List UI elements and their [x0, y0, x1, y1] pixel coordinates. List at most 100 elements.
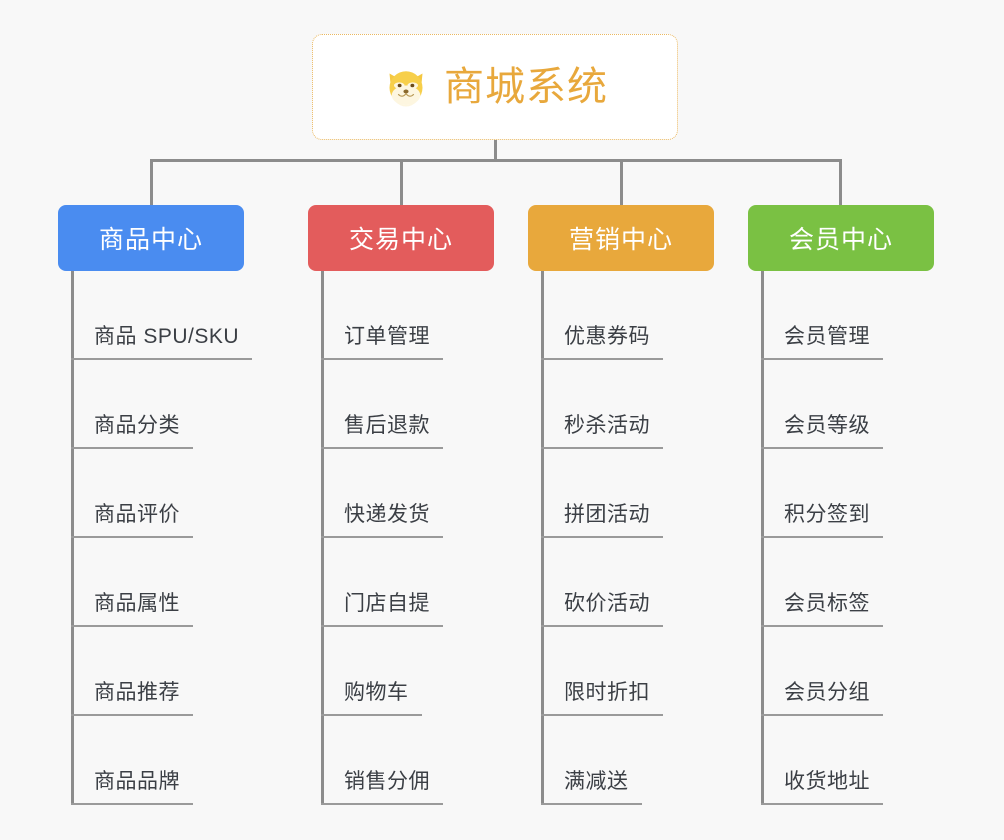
leaf-underline — [761, 625, 883, 627]
leaf-underline — [321, 625, 443, 627]
leaf-item[interactable]: 收货地址 — [748, 716, 934, 805]
branch-column-member: 会员中心 会员管理 会员等级 积分签到 会员标签 会员分组 — [748, 205, 934, 805]
leaf-underline — [71, 714, 193, 716]
leaf-label: 商品分类 — [94, 414, 180, 437]
leaf-underline — [71, 625, 193, 627]
leaf-item[interactable]: 商品分类 — [58, 360, 244, 449]
leaf-item[interactable]: 快递发货 — [308, 449, 494, 538]
leaf-label: 商品推荐 — [94, 681, 180, 704]
category-box-product[interactable]: 商品中心 — [58, 205, 244, 271]
leaf-item[interactable]: 商品品牌 — [58, 716, 244, 805]
leaf-label: 会员管理 — [784, 325, 870, 348]
connector-drop-2 — [400, 159, 403, 205]
leaf-label: 商品评价 — [94, 503, 180, 526]
leaf-label: 限时折扣 — [564, 681, 650, 704]
leaf-item[interactable]: 限时折扣 — [528, 627, 714, 716]
leaf-item[interactable]: 会员等级 — [748, 360, 934, 449]
leaf-label: 购物车 — [344, 681, 409, 704]
leaf-item[interactable]: 销售分佣 — [308, 716, 494, 805]
leaf-label: 快递发货 — [344, 503, 430, 526]
leaf-underline — [761, 714, 883, 716]
leaf-item[interactable]: 砍价活动 — [528, 538, 714, 627]
leaf-list-member: 会员管理 会员等级 积分签到 会员标签 会员分组 收货地址 — [748, 271, 934, 805]
leaf-underline — [321, 714, 422, 716]
connector-root-stem — [494, 140, 497, 161]
leaf-underline — [71, 536, 193, 538]
connector-horizontal-bus — [150, 159, 842, 162]
leaf-label: 会员标签 — [784, 592, 870, 615]
leaf-item[interactable]: 售后退款 — [308, 360, 494, 449]
category-label: 营销中心 — [568, 226, 673, 254]
leaf-label: 商品 SPU/SKU — [94, 325, 240, 348]
leaf-item[interactable]: 购物车 — [308, 627, 494, 716]
leaf-label: 收货地址 — [784, 770, 870, 793]
branch-column-marketing: 营销中心 优惠券码 秒杀活动 拼团活动 砍价活动 限时折扣 — [528, 205, 714, 805]
leaf-item[interactable]: 会员标签 — [748, 538, 934, 627]
branch-trunk-line — [761, 271, 764, 805]
leaf-underline — [541, 625, 663, 627]
leaf-item[interactable]: 会员分组 — [748, 627, 934, 716]
leaf-underline — [321, 358, 443, 360]
connector-drop-4 — [839, 159, 842, 205]
leaf-underline — [761, 358, 883, 360]
branch-trunk-line — [321, 271, 324, 805]
leaf-list-product: 商品 SPU/SKU 商品分类 商品评价 商品属性 商品推荐 商品品牌 — [58, 271, 252, 805]
leaf-label: 优惠券码 — [564, 325, 650, 348]
branch-column-product: 商品中心 商品 SPU/SKU 商品分类 商品评价 商品属性 商品推荐 — [58, 205, 252, 805]
branch-column-trade: 交易中心 订单管理 售后退款 快递发货 门店自提 购物车 — [308, 205, 494, 805]
leaf-item[interactable]: 秒杀活动 — [528, 360, 714, 449]
leaf-underline — [761, 803, 883, 805]
leaf-list-trade: 订单管理 售后退款 快递发货 门店自提 购物车 销售分佣 — [308, 271, 494, 805]
leaf-label: 订单管理 — [344, 325, 430, 348]
leaf-underline — [541, 536, 663, 538]
leaf-label: 门店自提 — [344, 592, 430, 615]
leaf-item[interactable]: 商品 SPU/SKU — [58, 271, 252, 360]
branch-trunk-line — [541, 271, 544, 805]
leaf-item[interactable]: 商品属性 — [58, 538, 244, 627]
leaf-label: 销售分佣 — [344, 770, 430, 793]
leaf-item[interactable]: 商品评价 — [58, 449, 244, 538]
leaf-item[interactable]: 拼团活动 — [528, 449, 714, 538]
leaf-label: 售后退款 — [344, 414, 430, 437]
category-box-member[interactable]: 会员中心 — [748, 205, 934, 271]
leaf-item[interactable]: 订单管理 — [308, 271, 494, 360]
leaf-label: 商品属性 — [94, 592, 180, 615]
category-label: 商品中心 — [98, 226, 203, 254]
root-title: 商城系统 — [444, 65, 608, 109]
connector-drop-3 — [620, 159, 623, 205]
leaf-underline — [541, 358, 663, 360]
leaf-underline — [71, 358, 252, 360]
leaf-label: 拼团活动 — [564, 503, 650, 526]
leaf-underline — [761, 447, 883, 449]
leaf-item[interactable]: 满减送 — [528, 716, 714, 805]
leaf-label: 满减送 — [564, 770, 629, 793]
leaf-underline — [321, 803, 443, 805]
leaf-item[interactable]: 会员管理 — [748, 271, 934, 360]
leaf-item[interactable]: 优惠券码 — [528, 271, 714, 360]
leaf-underline — [321, 447, 443, 449]
root-node[interactable]: 商城系统 — [312, 34, 678, 140]
leaf-underline — [71, 803, 193, 805]
shiba-dog-face-icon — [382, 63, 430, 111]
leaf-label: 会员分组 — [784, 681, 870, 704]
leaf-underline — [321, 536, 443, 538]
leaf-item[interactable]: 商品推荐 — [58, 627, 244, 716]
category-label: 会员中心 — [788, 226, 893, 254]
leaf-list-marketing: 优惠券码 秒杀活动 拼团活动 砍价活动 限时折扣 满减送 — [528, 271, 714, 805]
branch-trunk-line — [71, 271, 74, 805]
leaf-label: 商品品牌 — [94, 770, 180, 793]
leaf-label: 秒杀活动 — [564, 414, 650, 437]
leaf-item[interactable]: 门店自提 — [308, 538, 494, 627]
leaf-item[interactable]: 积分签到 — [748, 449, 934, 538]
leaf-underline — [71, 447, 193, 449]
leaf-underline — [541, 803, 642, 805]
leaf-underline — [761, 536, 883, 538]
leaf-underline — [541, 714, 663, 716]
leaf-underline — [541, 447, 663, 449]
leaf-label: 会员等级 — [784, 414, 870, 437]
connector-drop-1 — [150, 159, 153, 205]
category-box-trade[interactable]: 交易中心 — [308, 205, 494, 271]
leaf-label: 砍价活动 — [564, 592, 650, 615]
category-box-marketing[interactable]: 营销中心 — [528, 205, 714, 271]
